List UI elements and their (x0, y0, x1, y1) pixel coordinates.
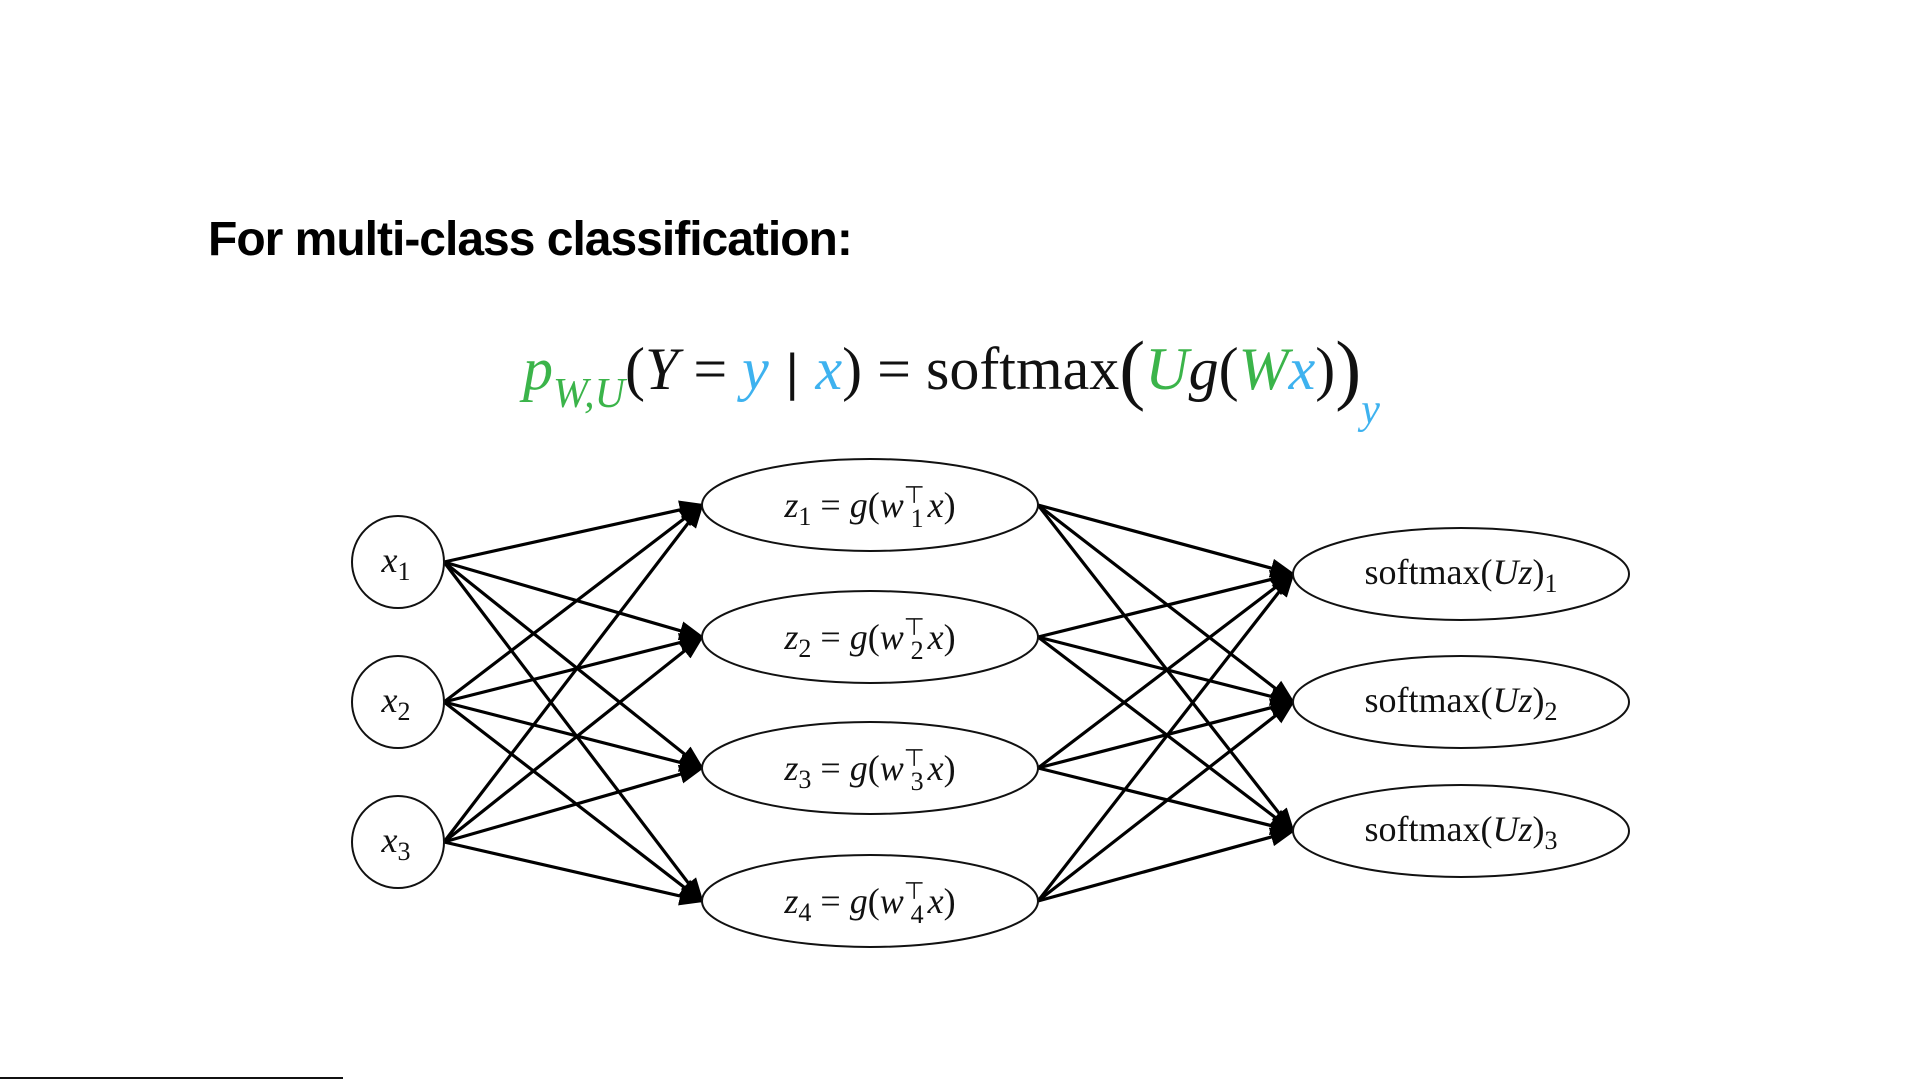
input-node-x1: x1 (352, 516, 444, 608)
output-node-2: softmax(Uz)2 (1293, 656, 1629, 748)
output-node-label: softmax(Uz)1 (1365, 552, 1558, 598)
footer-rule (0, 1077, 343, 1079)
edge-x2-to-z3 (444, 702, 702, 768)
edge-z2-to-out1 (1038, 574, 1293, 637)
output-node-label: softmax(Uz)3 (1365, 809, 1558, 855)
edge-z1-to-out1 (1038, 505, 1293, 574)
edge-x1-to-z3 (444, 562, 702, 768)
output-node-1: softmax(Uz)1 (1293, 528, 1629, 620)
edge-x3-to-z3 (444, 768, 702, 842)
output-node-3: softmax(Uz)3 (1293, 785, 1629, 877)
edge-x3-to-z2 (444, 637, 702, 842)
edge-x1-to-z2 (444, 562, 702, 637)
input-node-x3: x3 (352, 796, 444, 888)
edge-z4-to-out3 (1038, 831, 1293, 901)
edges-group (444, 505, 1293, 901)
input-node-x2: x2 (352, 656, 444, 748)
output-node-label: softmax(Uz)2 (1365, 680, 1558, 726)
